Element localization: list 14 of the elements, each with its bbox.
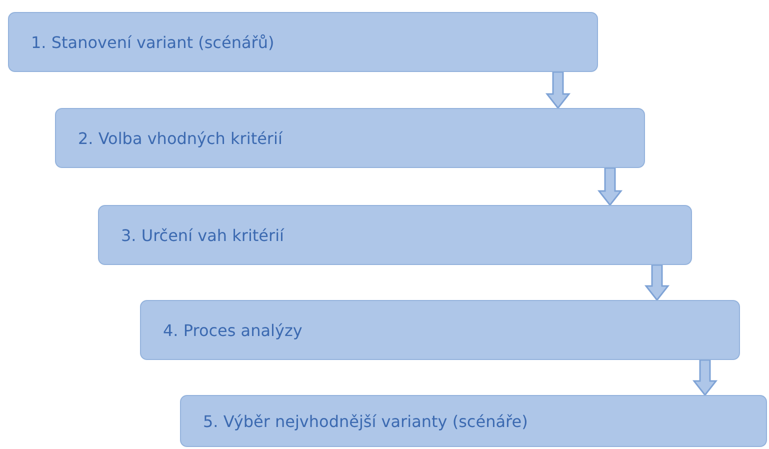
process-box xyxy=(180,395,767,447)
arrow xyxy=(597,167,623,206)
arrow xyxy=(644,264,670,302)
process-box xyxy=(98,205,692,265)
step-label: 3. Určení vah kritérií xyxy=(121,226,284,244)
step-label: 1. Stanovení variant (scénářů) xyxy=(31,32,274,52)
step-label: 2. Volba vhodných kritérií xyxy=(78,128,282,148)
step-label: 5. Výběr nejvhodnější varianty (scénáře) xyxy=(203,412,528,430)
arrow xyxy=(692,359,718,396)
process-box xyxy=(55,108,645,168)
process-box xyxy=(140,300,740,360)
arrow xyxy=(545,71,571,110)
process-box xyxy=(8,12,598,72)
step-label: 4. Proces analýzy xyxy=(163,320,302,340)
